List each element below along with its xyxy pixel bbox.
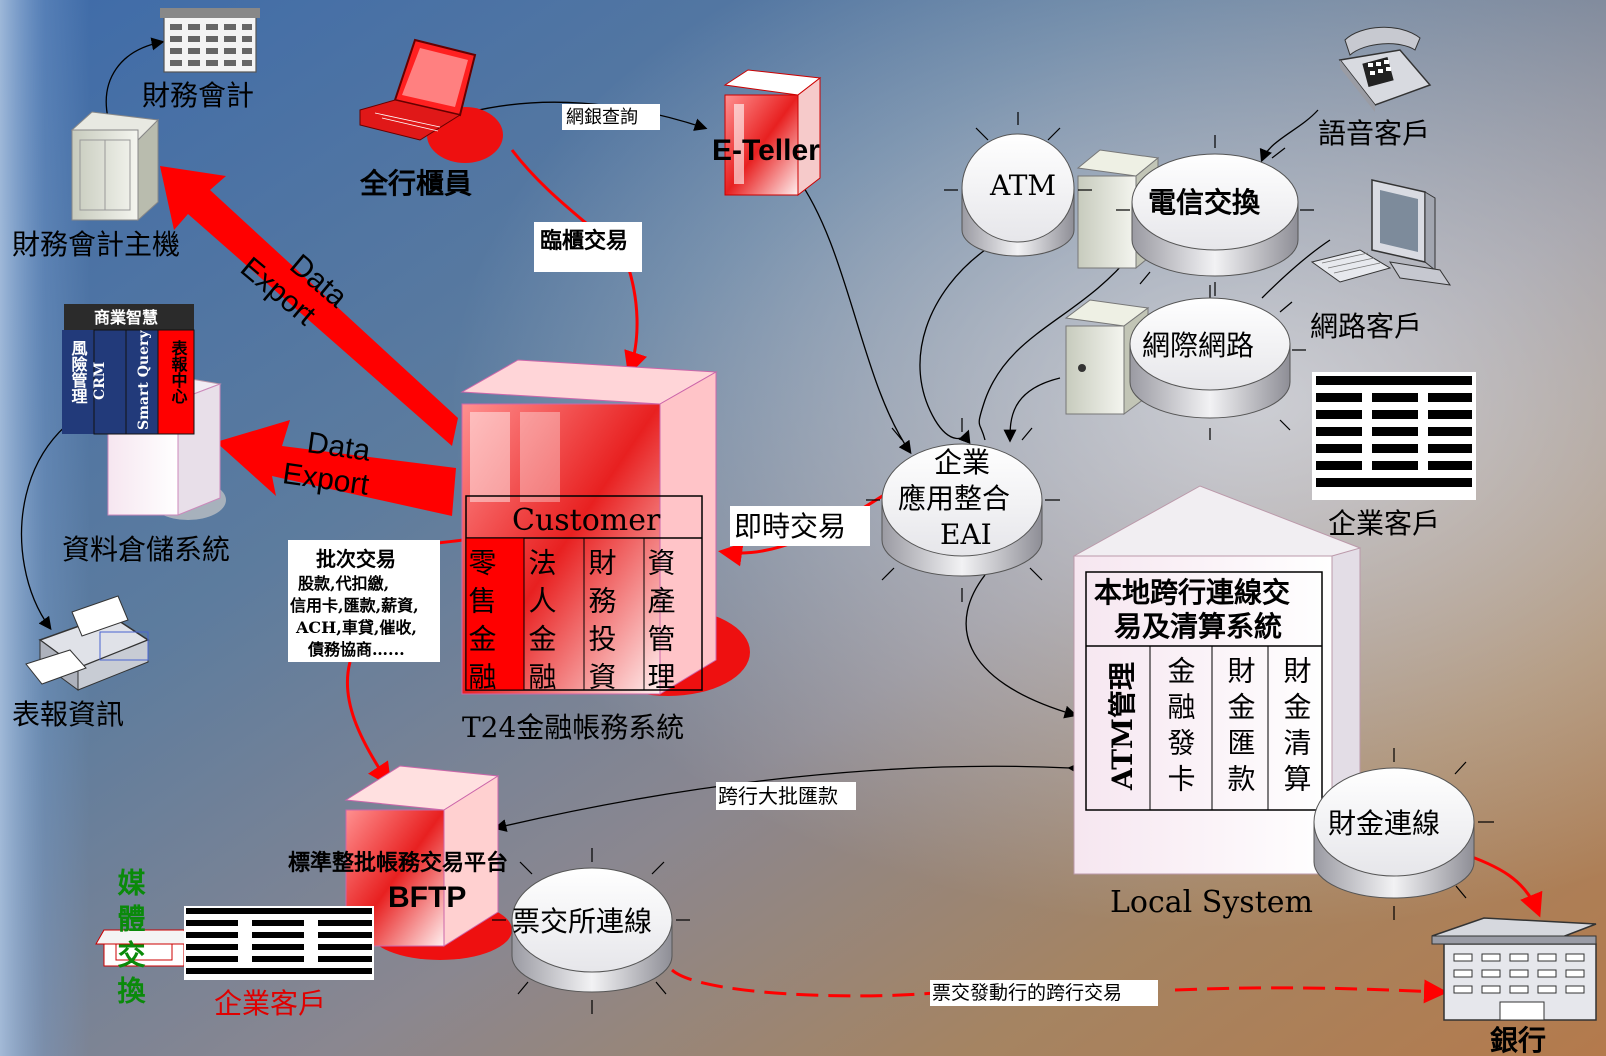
local-system-label: Local System xyxy=(1110,885,1313,920)
eai-line2: 應用整合 xyxy=(898,482,1010,515)
data-export-arrows xyxy=(160,166,458,516)
t24-module-corporate: 法人金融 xyxy=(525,548,558,700)
clearing-link-label: 票交所連線 xyxy=(512,905,652,938)
bi-module-crm: CRM xyxy=(92,362,108,400)
report-info-label: 表報資訊 xyxy=(12,698,124,731)
media-exchange-label: 媒體交換 xyxy=(114,868,147,1012)
internet-label: 網際網路 xyxy=(1142,329,1254,362)
bftp-title: 標準整批帳務交易平台 xyxy=(288,850,508,876)
edge-eai-to-local xyxy=(965,574,1078,719)
atm-disk xyxy=(944,112,1092,257)
bank-building xyxy=(1431,917,1597,1021)
batch-txn-box: 批次交易 股款,代扣繳, 信用卡,匯款,薪資, ACH,車貸,催收, 債務協商…… xyxy=(288,540,440,662)
teller-laptop xyxy=(359,38,503,163)
enterprise-right-building xyxy=(1312,372,1476,500)
local-module-clearing: 財金清算 xyxy=(1280,656,1313,800)
edge-clearing-to-bank xyxy=(671,968,1442,996)
t24-label: T24金融帳務系統 xyxy=(462,711,684,744)
all-tellers-label: 全行櫃員 xyxy=(359,167,472,200)
bi-title: 商業智慧 xyxy=(94,308,158,327)
clearing-interbank-box xyxy=(930,980,1158,1006)
data-warehouse-label: 資料倉儲系統 xyxy=(62,533,230,566)
fisc-disk xyxy=(1313,748,1494,920)
bi-module-report: 表報中心 xyxy=(169,339,189,404)
local-module-card: 金融發卡 xyxy=(1164,656,1197,800)
edge-eteller-to-eai xyxy=(795,175,912,455)
edge-host-to-finance xyxy=(105,37,165,119)
realtime-txn-label: 即時交易 xyxy=(734,510,846,543)
svg-text:股款,代扣繳,: 股款,代扣繳, xyxy=(298,574,389,593)
enterprise-left-building xyxy=(184,906,374,980)
finance-accounting-building xyxy=(160,8,260,73)
t24-module-asset: 資產管理 xyxy=(644,548,677,700)
eteller-label: E-Teller xyxy=(712,134,820,167)
t24-customer-label: Customer xyxy=(512,503,661,538)
internet-disk xyxy=(1129,285,1306,440)
eai-line3: EAI xyxy=(940,518,992,551)
online-query-box xyxy=(562,104,660,130)
network-customer-label: 網路客戶 xyxy=(1310,310,1422,343)
telecom-label: 電信交換 xyxy=(1148,186,1261,219)
bi-module-risk: 風險管理 xyxy=(69,340,88,404)
edge-interbank-bulk xyxy=(493,761,1081,832)
finance-host-server xyxy=(70,111,160,222)
local-module-atm: ATM管理 xyxy=(1106,662,1139,791)
finance-host-label: 財務會計主機 xyxy=(12,228,180,261)
printer-icon xyxy=(25,595,150,691)
edge-teller-to-eteller xyxy=(469,101,708,131)
enterprise-right-label: 企業客戶 xyxy=(1328,507,1440,540)
finance-accounting-label: 財務會計 xyxy=(142,79,254,112)
fisc-link-label: 財金連線 xyxy=(1328,807,1440,840)
data-export-label-2: Data Export xyxy=(280,426,372,502)
counter-txn-box xyxy=(534,222,642,272)
clearing-disk xyxy=(492,848,690,1014)
edge-telecom-to-eai xyxy=(978,249,1136,441)
bi-panel xyxy=(62,304,195,435)
svg-text:債務協商…...: 債務協商…... xyxy=(307,640,405,659)
local-title-line1: 本地跨行連線交 xyxy=(1094,576,1290,609)
bi-module-smart-query: Smart Query xyxy=(136,330,152,430)
local-title-line2: 易及清算系統 xyxy=(1114,610,1282,643)
realtime-txn-box xyxy=(730,506,870,546)
telecom-disk xyxy=(1116,135,1314,296)
counter-txn-label: 臨櫃交易 xyxy=(540,228,628,254)
edge-batch-to-bftp xyxy=(345,661,392,787)
eai-disk xyxy=(866,418,1060,602)
edge-voice-to-telecom xyxy=(1259,109,1319,163)
local-system-server xyxy=(1072,485,1362,875)
data-export-arrow-1 xyxy=(160,166,458,446)
interbank-bulk-label: 跨行大批匯款 xyxy=(718,784,838,808)
t24-table xyxy=(465,495,703,691)
t24-module-treasury: 財務投資 xyxy=(585,548,618,700)
t24-module-retail: 零售金融 xyxy=(465,548,498,700)
voice-customer-label: 語音客戶 xyxy=(1318,117,1430,150)
local-module-remit: 財金匯款 xyxy=(1224,656,1257,800)
edge-server-to-eai xyxy=(1003,377,1061,443)
interbank-bulk-box xyxy=(716,782,856,810)
eteller-server xyxy=(723,69,822,197)
atm-label: ATM xyxy=(989,169,1056,202)
edge-net-to-internet xyxy=(1261,239,1331,299)
svg-text:批次交易: 批次交易 xyxy=(316,547,396,571)
svg-text:ACH,車貸,催收,: ACH,車貸,催收, xyxy=(295,618,417,637)
clearing-interbank-label: 票交發動行的跨行交易 xyxy=(932,982,1122,1004)
enterprise-left-label: 企業客戶 xyxy=(214,987,326,1020)
svg-text:信用卡,匯款,薪資,: 信用卡,匯款,薪資, xyxy=(290,596,419,615)
telephone-icon xyxy=(1338,26,1432,112)
bank-label: 銀行 xyxy=(1490,1024,1546,1056)
edge-atm-to-eai xyxy=(919,249,986,445)
data-export-arrow-2 xyxy=(216,420,456,516)
online-query-label: 網銀查詢 xyxy=(566,107,638,128)
eai-line1: 企業 xyxy=(934,446,990,479)
local-system-table xyxy=(1085,571,1323,811)
svg-text:媒體交換: 媒體交換 xyxy=(114,868,147,1012)
bftp-label: BFTP xyxy=(388,881,466,914)
network-pc-icon xyxy=(1310,179,1452,286)
